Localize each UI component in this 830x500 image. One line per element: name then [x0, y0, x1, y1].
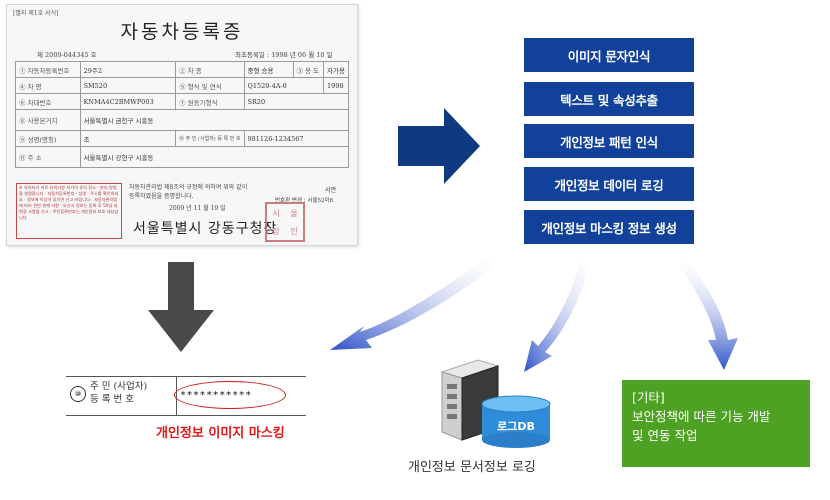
- document-title: 자동차등록증: [120, 21, 244, 43]
- registration-document-image: [별지 제1호 서식] 자동차등록증 제 2009-044345 호 최초등록일…: [6, 4, 358, 246]
- registration-number: 제 2009-044345 호: [37, 51, 97, 59]
- masked-value: ***********: [180, 390, 252, 401]
- registration-table: ① 자동차등록번호 29주2 ② 차 종 중형 승용 ③ 용 도 자가용 ④ 차…: [15, 61, 350, 168]
- step-pattern-recognition: 개인정보 패턴 인식: [524, 124, 694, 158]
- step-data-logging: 개인정보 데이터 로깅: [524, 167, 694, 201]
- database-label: 로그DB: [497, 420, 535, 433]
- other-box-title: [기타]: [632, 390, 665, 405]
- masking-caption: 개인정보 이미지 마스킹: [156, 426, 285, 441]
- curved-arrow-to-other-icon: [676, 260, 738, 370]
- database-icon: [481, 395, 551, 448]
- database-caption: 개인정보 문서정보 로깅: [408, 460, 536, 475]
- masked-field: ⑩ 주 민 (사업자) 등 록 번 호 ***********: [66, 376, 306, 416]
- form-code: [별지 제1호 서식]: [13, 10, 59, 17]
- step-masking-generation: 개인정보 마스킹 정보 생성: [524, 210, 694, 244]
- plate-change-note: 번호판 변경 : 서울52마8: [275, 198, 334, 204]
- other-box-line2: 및 연동 작업: [632, 428, 698, 443]
- certification-text: 자동차관리법 제8조의 규정에 의하여 위와 같이 등록하였음을 증명합니다. …: [129, 183, 289, 213]
- official-seal: 서 울 장 인: [265, 202, 305, 242]
- other-box: [기타] 보안정책에 따른 기능 개발 및 연동 작업: [622, 380, 810, 467]
- mask-highlight-oval: [174, 381, 286, 409]
- field-label: 주 민 (사업자) 등 록 번 호: [90, 381, 148, 405]
- issue-date: 2009 년 11 월 19 일: [169, 205, 226, 212]
- step-text-extraction: 텍스트 및 속성추출: [524, 82, 694, 116]
- side-note: 서면: [325, 187, 337, 194]
- curved-arrow-to-masking-icon: [330, 258, 496, 350]
- down-arrow-icon: [148, 262, 214, 352]
- notes-box: ※ 유의하기 저로 유의사항 자기의 유의 장소 · 분리 방법을 설명합니다 …: [16, 183, 122, 239]
- table-row: ⑪ 주 소 서울특별시 강현구 시흥동: [15, 146, 350, 168]
- table-row: ⑥ 차대번호 KNMA4C2BMWP003 ⑦ 원동기형식 SR20: [15, 93, 350, 110]
- field-number: ⑩: [70, 386, 86, 402]
- curved-arrow-to-database-icon: [524, 262, 590, 372]
- issuer-name: 서울특별시 강동구청장: [133, 221, 278, 237]
- other-box-line1: 보안정책에 따른 기능 개발: [632, 409, 771, 424]
- first-registration-date: 최초등록일 : 1998 년 06 월 10 일: [235, 51, 333, 59]
- right-arrow-icon: [398, 108, 480, 184]
- step-ocr: 이미지 문자인식: [524, 38, 694, 72]
